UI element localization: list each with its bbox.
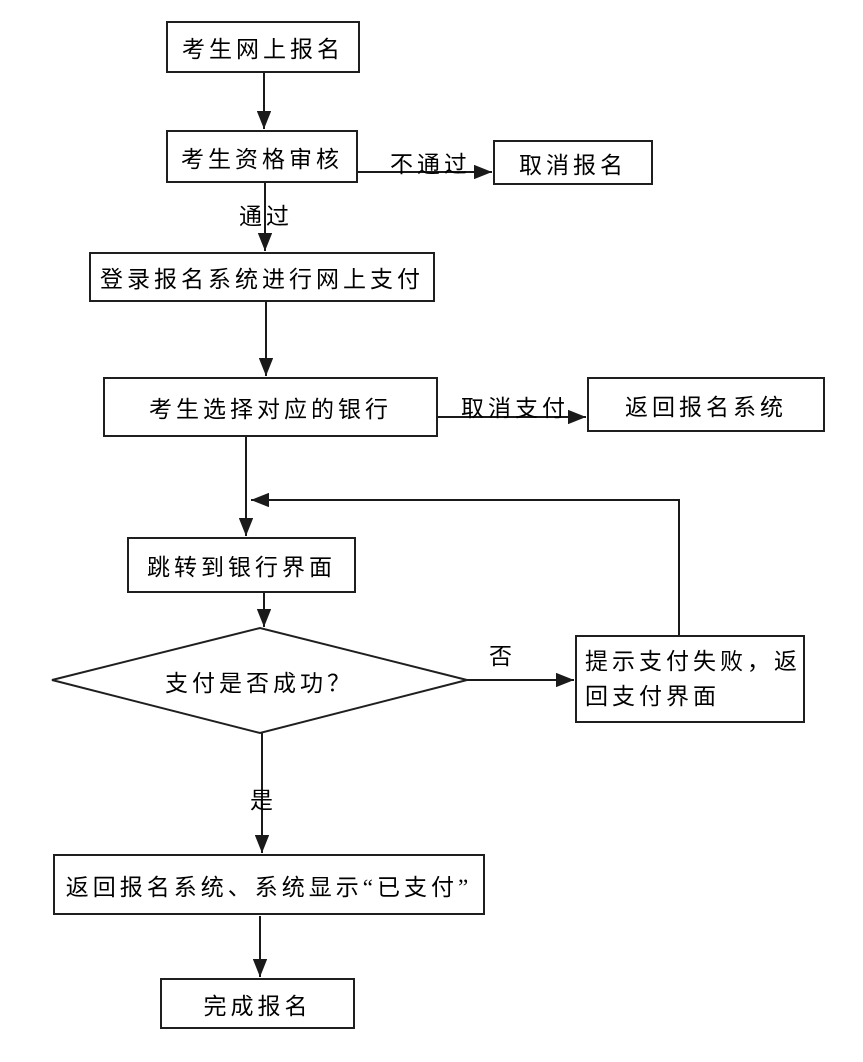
edge-failed-loopback bbox=[251, 492, 680, 635]
node-cancel-registration: 取消报名 bbox=[493, 140, 653, 185]
edge-label-passed: 通过 bbox=[239, 204, 293, 229]
edge-label-no: 否 bbox=[489, 644, 516, 669]
node-login-online-payment: 登录报名系统进行网上支付 bbox=[89, 252, 435, 302]
edge-label-not-passed: 不通过 bbox=[390, 152, 471, 177]
payment-failed-line1: 提示支付失败，返 bbox=[585, 649, 801, 674]
node-payment-failed: 提示支付失败，返 回支付界面 bbox=[575, 635, 805, 723]
payment-failed-line2: 回支付界面 bbox=[585, 684, 720, 709]
node-select-bank: 考生选择对应的银行 bbox=[103, 377, 438, 437]
node-system-shows-paid: 返回报名系统、系统显示“已支付” bbox=[53, 854, 485, 915]
node-complete-registration: 完成报名 bbox=[160, 978, 355, 1029]
node-qualification-review: 考生资格审核 bbox=[166, 130, 358, 183]
node-register-online: 考生网上报名 bbox=[166, 21, 360, 73]
node-return-registration-system: 返回报名系统 bbox=[587, 377, 825, 432]
node-payment-success-decision: 支付是否成功？ bbox=[165, 670, 354, 696]
node-jump-to-bank: 跳转到银行界面 bbox=[127, 537, 356, 593]
edge-label-cancel-payment: 取消支付 bbox=[461, 396, 569, 421]
edge-label-yes: 是 bbox=[250, 788, 277, 813]
